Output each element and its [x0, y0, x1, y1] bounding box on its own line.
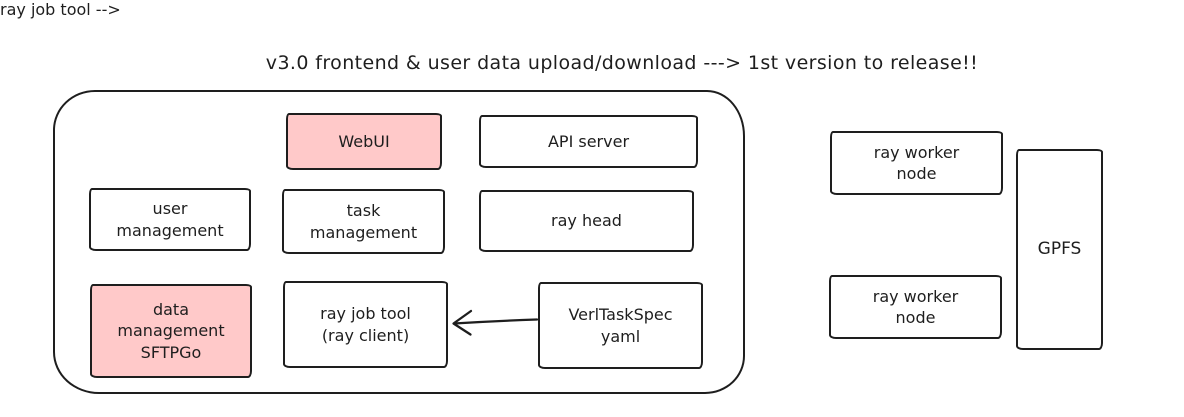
- node-ray-worker-node-1[interactable]: ray worker node: [830, 131, 1003, 195]
- node-ray-worker-node-2-label: ray worker node: [872, 286, 959, 327]
- node-gpfs[interactable]: GPFS: [1016, 149, 1103, 350]
- node-verltaskspec-yaml-label: VerlTaskSpec yaml: [568, 305, 673, 346]
- node-verltaskspec-yaml[interactable]: VerlTaskSpec yaml: [538, 282, 703, 369]
- node-ray-job-tool[interactable]: ray job tool (ray client): [283, 281, 448, 368]
- node-ray-head-label: ray head: [551, 211, 622, 231]
- diagram-title[interactable]: v3.0 frontend & user data upload/downloa…: [265, 52, 979, 74]
- node-webui[interactable]: WebUI: [286, 113, 442, 170]
- node-task-management-label: task management: [309, 201, 418, 242]
- node-api-server-label: API server: [547, 131, 630, 151]
- node-api-server[interactable]: API server: [479, 115, 698, 168]
- node-webui-label: WebUI: [338, 131, 390, 151]
- node-ray-head[interactable]: ray head: [479, 190, 694, 252]
- node-ray-worker-node-1-label: ray worker node: [873, 142, 960, 183]
- node-ray-job-tool-label: ray job tool (ray client): [320, 304, 411, 345]
- node-data-management-sftpgo-label: data management SFTPGo: [117, 300, 225, 362]
- node-user-management-label: user management: [116, 199, 224, 240]
- node-user-management[interactable]: user management: [89, 188, 251, 251]
- platform-group-box[interactable]: [53, 90, 745, 394]
- node-task-management[interactable]: task management: [282, 189, 445, 254]
- node-gpfs-label: GPFS: [1037, 239, 1082, 260]
- node-data-management-sftpgo[interactable]: data management SFTPGo: [90, 284, 252, 378]
- node-ray-worker-node-2[interactable]: ray worker node: [829, 275, 1002, 339]
